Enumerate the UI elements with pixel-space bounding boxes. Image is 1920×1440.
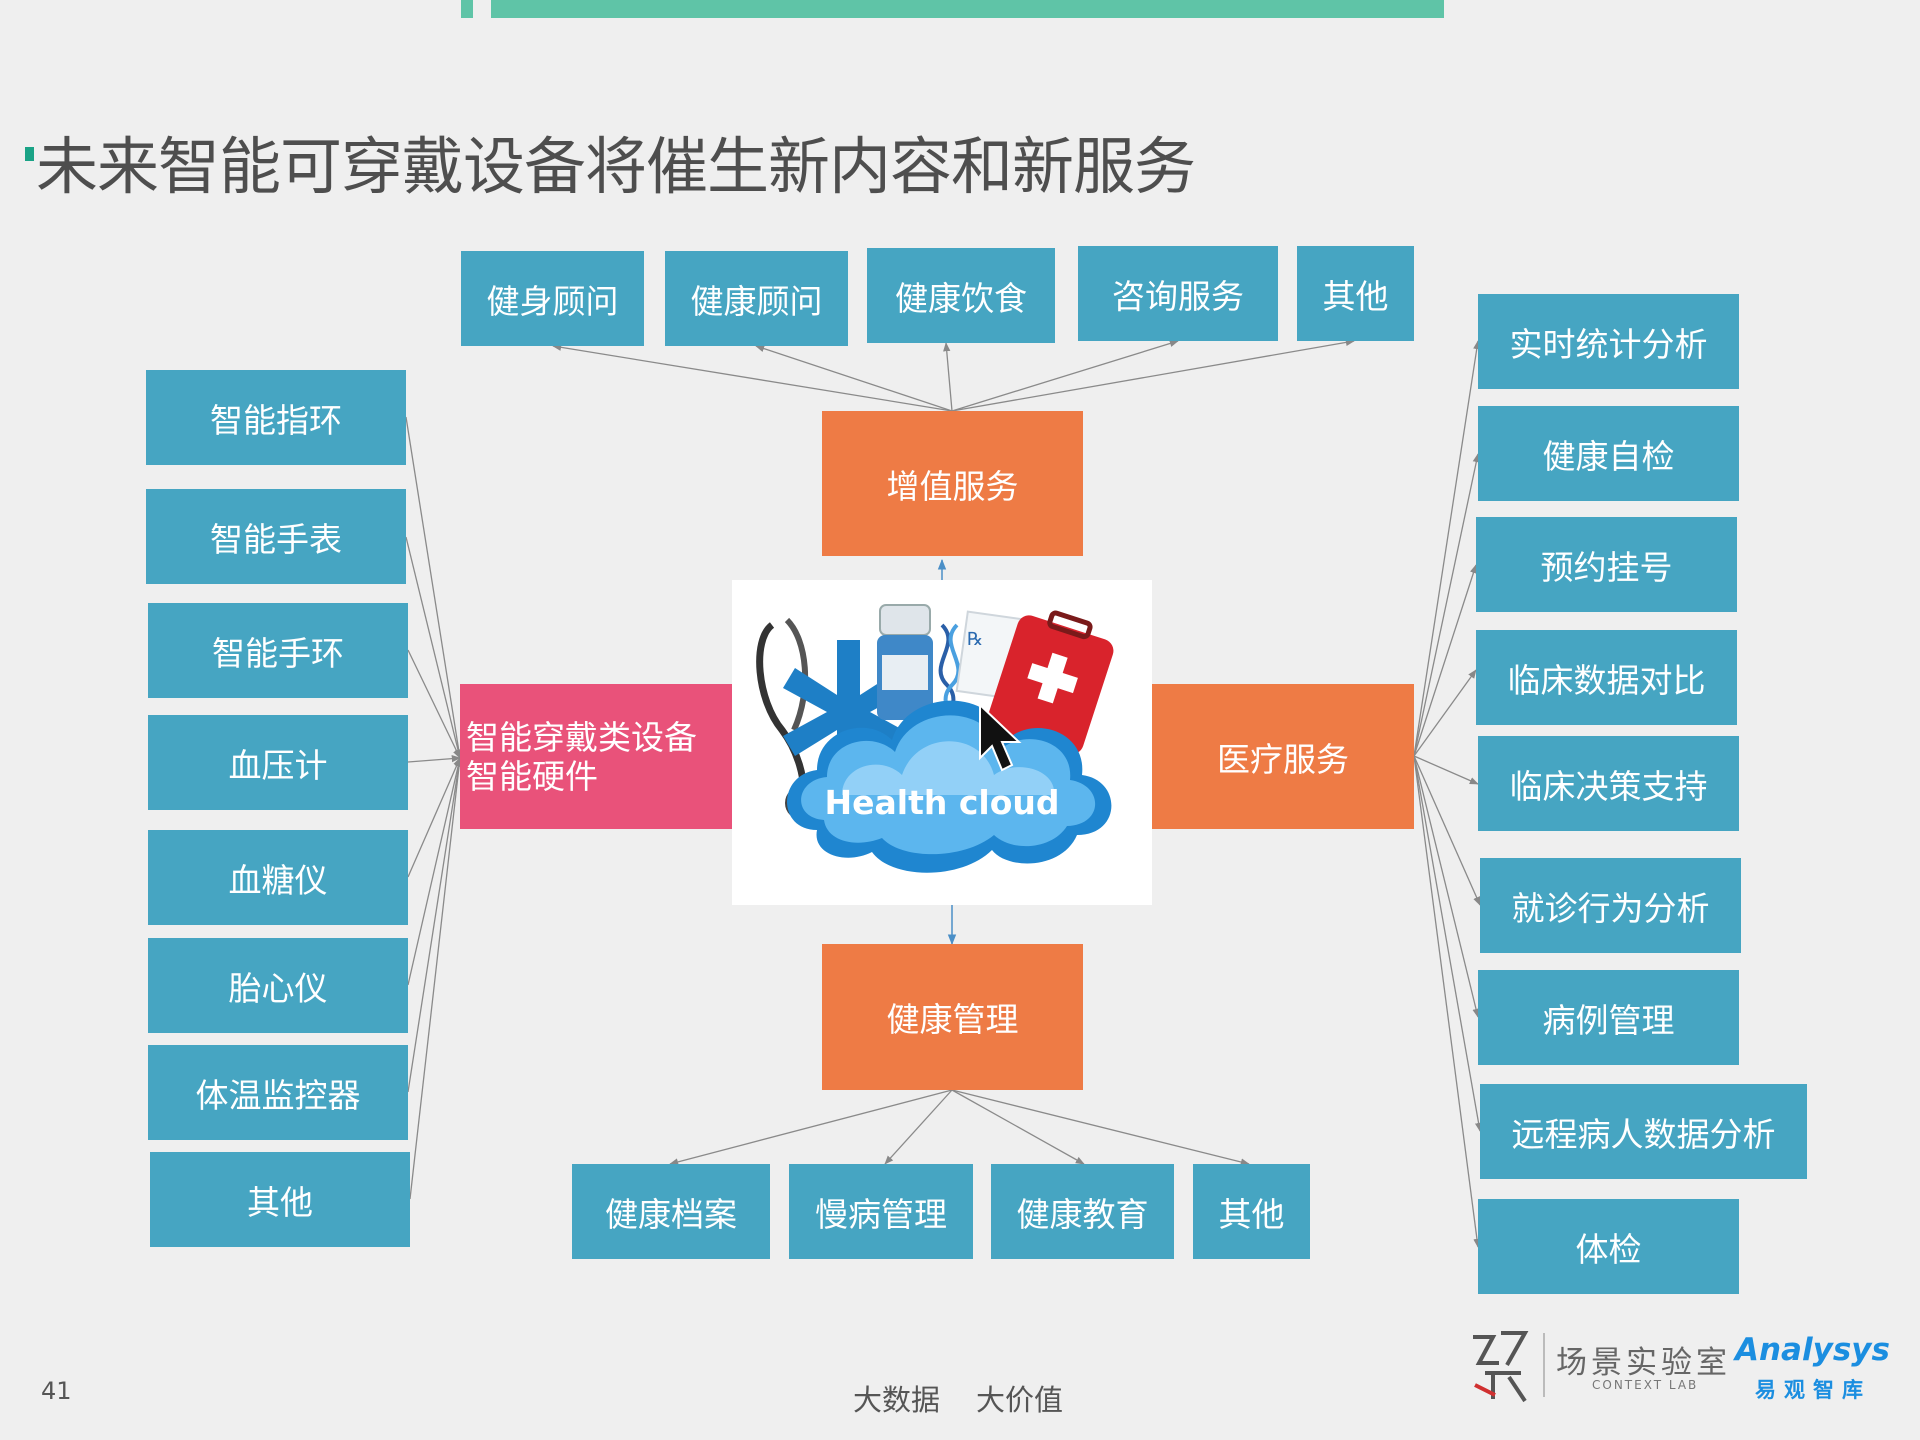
- device-item[interactable]: 智能指环: [146, 370, 406, 465]
- page-title: 未来智能可穿戴设备将催生新内容和新服务: [36, 130, 1196, 203]
- stethoscope-icon: [756, 622, 807, 801]
- footer-slogan-big-value: 大价值: [976, 1383, 1064, 1417]
- value-added-item[interactable]: 其他: [1297, 246, 1414, 341]
- medical-item[interactable]: 实时统计分析: [1478, 294, 1739, 389]
- page-number: 41: [41, 1377, 72, 1405]
- context-lab-mark-icon: [1473, 1331, 1529, 1403]
- device-item[interactable]: 胎心仪: [148, 938, 408, 1033]
- device-item[interactable]: 血压计: [148, 715, 408, 810]
- value-added-item[interactable]: 咨询服务: [1078, 246, 1278, 341]
- health-mgmt-item[interactable]: 慢病管理: [789, 1164, 973, 1259]
- first-aid-kit-icon: [987, 610, 1114, 755]
- pill-bottle-icon: [879, 604, 931, 636]
- footer-slogan-big-data: 大数据: [853, 1383, 941, 1417]
- top-accent-bar-left: [461, 0, 473, 18]
- device-item[interactable]: 智能手表: [146, 489, 406, 584]
- value-added-services-box[interactable]: 增值服务: [822, 411, 1083, 556]
- device-item[interactable]: 智能手环: [148, 603, 408, 698]
- medical-item[interactable]: 体检: [1478, 1199, 1739, 1294]
- context-lab-logo-cn: 场景实验室: [1556, 1345, 1731, 1381]
- wearable-devices-box[interactable]: 智能穿戴类设备 智能硬件: [460, 684, 744, 829]
- context-lab-logo-en: CONTEXT LAB: [1592, 1378, 1699, 1392]
- smart-hardware-label: 智能硬件: [466, 756, 598, 796]
- health-mgmt-item[interactable]: 其他: [1193, 1164, 1310, 1259]
- svg-text:℞: ℞: [967, 629, 983, 650]
- wearable-devices-label: 智能穿戴类设备: [466, 717, 697, 757]
- health-management-box[interactable]: 健康管理: [822, 944, 1083, 1090]
- health-mgmt-item[interactable]: 健康教育: [991, 1164, 1174, 1259]
- value-added-item[interactable]: 健康饮食: [867, 248, 1055, 343]
- logo-separator: [1543, 1333, 1545, 1397]
- cloud-icon: [787, 700, 1112, 873]
- health-cloud-label: Health cloud: [824, 783, 1060, 822]
- value-added-item[interactable]: 健身顾问: [461, 251, 644, 346]
- title-bullet: [25, 147, 34, 161]
- medical-item[interactable]: 健康自检: [1478, 406, 1739, 501]
- medical-item[interactable]: 临床决策支持: [1478, 736, 1739, 831]
- analysys-logo-cn: 易观智库: [1755, 1378, 1871, 1402]
- medical-services-box[interactable]: 医疗服务: [1152, 684, 1414, 829]
- value-added-item[interactable]: 健康顾问: [665, 251, 848, 346]
- cursor-icon: [979, 702, 1022, 772]
- medical-item[interactable]: 临床数据对比: [1476, 630, 1737, 725]
- medical-item[interactable]: 远程病人数据分析: [1480, 1084, 1807, 1179]
- device-item[interactable]: 体温监控器: [148, 1045, 408, 1140]
- footer-slogan: 大数据 大价值: [853, 1377, 1099, 1419]
- top-accent-bar: [491, 0, 1444, 18]
- health-mgmt-item[interactable]: 健康档案: [572, 1164, 770, 1259]
- medical-item[interactable]: 病例管理: [1478, 970, 1739, 1065]
- device-item[interactable]: 其他: [150, 1152, 410, 1247]
- medical-item[interactable]: 就诊行为分析: [1480, 858, 1741, 953]
- medical-symbol-icon: [783, 640, 914, 780]
- health-cloud-illustration: ℞ Health cloud: [732, 580, 1152, 905]
- medical-item[interactable]: 预约挂号: [1476, 517, 1737, 612]
- analysys-logo: Analysys: [1735, 1332, 1890, 1368]
- device-item[interactable]: 血糖仪: [148, 830, 408, 925]
